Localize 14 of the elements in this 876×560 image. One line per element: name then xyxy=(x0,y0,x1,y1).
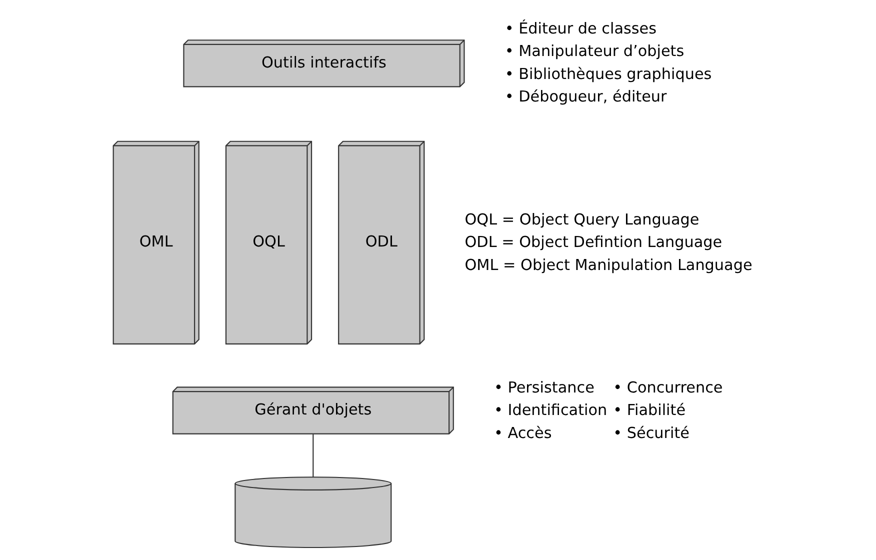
connector xyxy=(312,434,314,477)
label: • Bibliothèques graphiques xyxy=(504,64,712,83)
label: ODL = Object Defintion Language xyxy=(464,233,722,252)
label: • Fiabilité xyxy=(612,401,686,420)
label: OML = Object Manipulation Language xyxy=(464,256,752,274)
label: • Identification xyxy=(494,401,607,420)
label: OQL = Object Query Language xyxy=(464,210,699,228)
label: • Débogueur, éditeur xyxy=(504,88,666,106)
label: • Sécurité xyxy=(612,424,689,442)
label: • Éditeur de classes xyxy=(504,19,656,38)
label: • Accès xyxy=(494,424,552,442)
label: • Manipulateur d’objets xyxy=(504,42,684,60)
label: • Persistance xyxy=(494,378,594,396)
label: • Concurrence xyxy=(612,378,722,396)
